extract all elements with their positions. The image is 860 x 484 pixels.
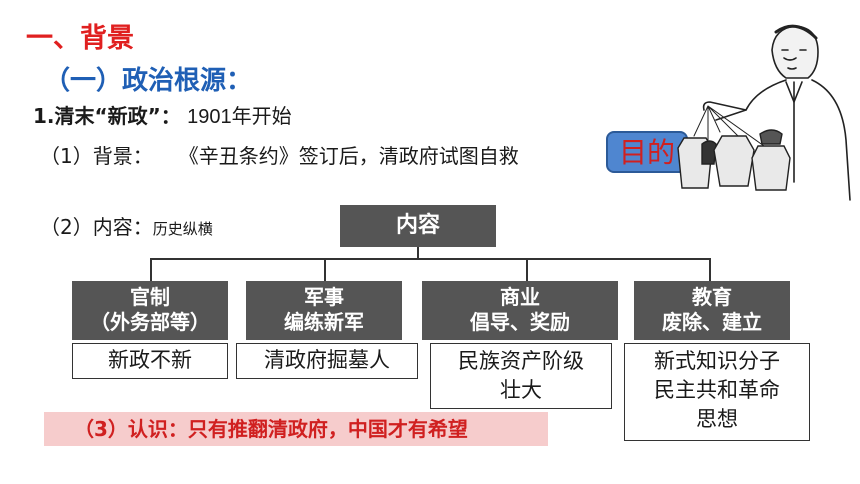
category-detail: 编练新军 (284, 310, 364, 334)
background-line: （1）背景： 《辛丑条约》签订后，清政府试图自救 (40, 140, 519, 169)
connector-branch-2 (324, 258, 326, 281)
content-label: （2）内容： (40, 215, 153, 239)
diagram-root: 内容 (340, 205, 496, 247)
category-title: 商业 (500, 285, 540, 309)
topic-title: 1.清末“新政”： (33, 104, 181, 128)
category-title: 官制 (130, 285, 170, 309)
result-box-3: 民族资产阶级 壮大 (430, 343, 612, 409)
result-text: 新式知识分子 (654, 349, 780, 373)
connector-branch-1 (150, 258, 152, 281)
result-text: 壮大 (500, 378, 542, 402)
topic-heading: 1.清末“新政”： 1901年开始 (33, 100, 292, 129)
purpose-button[interactable]: 目的 (606, 131, 688, 173)
background-label: （1）背景： (40, 144, 153, 168)
category-box-4: 教育 废除、建立 (634, 281, 790, 340)
content-line: （2）内容：历史纵横 (40, 211, 213, 240)
connector-root (417, 247, 419, 259)
category-title: 教育 (692, 285, 732, 309)
category-detail: 倡导、奖励 (470, 310, 570, 334)
topic-date: 1901年开始 (187, 106, 292, 128)
content-note: 历史纵横 (152, 220, 213, 238)
subsection-heading: （一）政治根源： (44, 66, 253, 96)
result-text: 民族资产阶级 (458, 349, 584, 373)
result-text: 新政不新 (108, 348, 192, 372)
result-text: 民主共和革命 (654, 378, 780, 402)
connector-branch-3 (526, 258, 528, 281)
category-box-3: 商业 倡导、奖励 (422, 281, 618, 340)
result-box-2: 清政府掘墓人 (236, 343, 418, 379)
category-detail: 废除、建立 (662, 310, 762, 334)
result-text: 清政府掘墓人 (264, 348, 390, 372)
connector-branch-4 (709, 258, 711, 281)
section-heading: 一、背景 (26, 23, 134, 54)
result-box-1: 新政不新 (72, 343, 228, 379)
illustration-figure (677, 24, 851, 201)
category-box-1: 官制 （外务部等） (72, 281, 228, 340)
background-text: 《辛丑条约》签订后，清政府试图自救 (178, 144, 519, 168)
category-title: 军事 (304, 285, 344, 309)
conclusion-banner: （3）认识：只有推翻清政府，中国才有希望 (44, 412, 548, 446)
category-box-2: 军事 编练新军 (246, 281, 402, 340)
result-text: 思想 (696, 407, 738, 431)
category-detail: （外务部等） (90, 310, 210, 334)
connector-horizontal (150, 258, 711, 260)
result-box-4: 新式知识分子 民主共和革命 思想 (624, 343, 810, 441)
